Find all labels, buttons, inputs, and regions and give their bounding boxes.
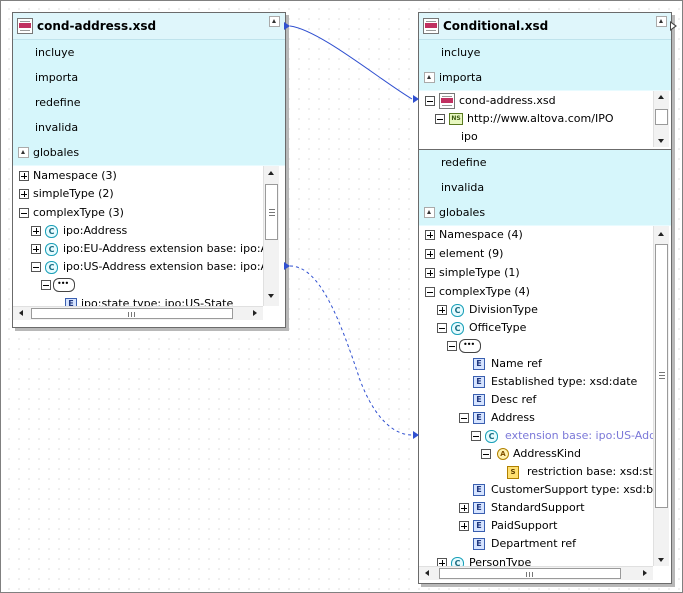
scroll-thumb[interactable] <box>655 109 668 125</box>
expand-icon[interactable] <box>31 226 41 236</box>
collapse-icon[interactable] <box>425 287 435 297</box>
section-redefine[interactable]: redefine <box>13 90 285 116</box>
sequence-icon <box>53 276 75 292</box>
expand-icon[interactable] <box>459 503 469 513</box>
element-icon: E <box>473 502 485 514</box>
collapse-icon[interactable] <box>447 341 457 351</box>
section-incluye[interactable]: incluye <box>419 40 671 66</box>
section-globales[interactable]: globales <box>13 140 285 166</box>
collapse-icon[interactable] <box>31 262 41 272</box>
box-header[interactable]: Conditional.xsd <box>419 13 671 40</box>
collapse-icon[interactable] <box>437 323 447 333</box>
element-icon: E <box>473 376 485 388</box>
section-importa[interactable]: importa <box>419 65 671 91</box>
collapse-globales-icon[interactable] <box>424 207 435 218</box>
expand-icon[interactable] <box>459 521 469 531</box>
scroll-thumb[interactable] <box>439 568 621 579</box>
expand-icon[interactable] <box>19 189 29 199</box>
scroll-left-icon[interactable] <box>19 310 23 316</box>
complex-type-icon: C <box>45 243 58 256</box>
element-icon: E <box>473 484 485 496</box>
section-divider <box>419 149 671 150</box>
scroll-up-icon[interactable] <box>658 95 664 99</box>
expand-icon[interactable] <box>425 230 435 240</box>
schema-box-conditional[interactable]: Conditional.xsd incluye importa cond-add… <box>418 12 672 584</box>
element-icon: E <box>65 298 77 306</box>
collapse-icon[interactable] <box>471 431 481 441</box>
scroll-up-icon[interactable] <box>268 171 274 175</box>
globals-tree: Namespace (4) element (9) simpleType (1)… <box>419 226 653 566</box>
xsd-file-icon <box>17 18 33 34</box>
complex-type-icon: C <box>451 557 464 566</box>
element-icon: E <box>473 538 485 550</box>
collapse-box-icon[interactable] <box>269 16 280 27</box>
collapse-importa-icon[interactable] <box>424 72 435 83</box>
right-horizontal-scrollbar[interactable] <box>419 566 653 580</box>
xsd-file-icon <box>423 18 439 34</box>
complex-type-icon: C <box>451 304 464 317</box>
section-redefine[interactable]: redefine <box>419 150 671 176</box>
scroll-down-icon[interactable] <box>658 139 664 143</box>
collapse-icon[interactable] <box>481 449 491 459</box>
complex-type-icon: C <box>45 261 58 274</box>
complex-type-icon: C <box>451 322 464 335</box>
expand-icon[interactable] <box>19 171 29 181</box>
left-import-connector-port[interactable] <box>284 22 290 30</box>
schema-box-cond-address[interactable]: cond-address.xsd incluye importa redefin… <box>12 12 286 328</box>
extension-connector-line <box>289 265 413 436</box>
scroll-left-icon[interactable] <box>425 570 429 576</box>
element-icon: E <box>473 358 485 370</box>
element-icon: E <box>473 394 485 406</box>
namespace-icon: NS <box>449 113 463 125</box>
import-connector-line <box>289 25 413 100</box>
scroll-thumb[interactable] <box>655 244 668 508</box>
scroll-up-icon[interactable] <box>658 232 664 236</box>
box-title: Conditional.xsd <box>443 19 549 33</box>
expand-icon[interactable] <box>437 305 447 315</box>
sequence-icon <box>459 337 481 353</box>
expand-icon[interactable] <box>425 268 435 278</box>
globals-tree: Namespace (3) simpleType (2) complexType… <box>13 166 269 306</box>
attribute-icon: A <box>497 448 509 460</box>
expand-icon[interactable] <box>437 558 447 566</box>
xsd-file-icon <box>439 93 455 109</box>
collapse-icon[interactable] <box>19 208 29 218</box>
box-title: cond-address.xsd <box>37 19 157 33</box>
scroll-thumb[interactable] <box>31 308 233 319</box>
collapse-box-icon[interactable] <box>656 16 667 27</box>
scroll-down-icon[interactable] <box>268 294 274 298</box>
right-box-outgoing-port-fill <box>671 23 675 29</box>
element-icon: E <box>473 520 485 532</box>
complex-type-icon: C <box>45 225 58 238</box>
section-invalida[interactable]: invalida <box>13 115 285 141</box>
right-extension-connector-port[interactable] <box>413 431 419 439</box>
section-importa[interactable]: importa <box>13 65 285 91</box>
box-header[interactable]: cond-address.xsd <box>13 13 285 40</box>
scroll-down-icon[interactable] <box>658 558 664 562</box>
complex-type-icon: C <box>485 430 498 443</box>
left-vertical-scrollbar[interactable] <box>263 166 279 306</box>
left-extension-connector-port[interactable] <box>284 262 290 270</box>
section-invalida[interactable]: invalida <box>419 175 671 201</box>
right-import-connector-port[interactable] <box>413 95 419 103</box>
collapse-icon[interactable] <box>459 413 469 423</box>
element-icon: E <box>473 412 485 424</box>
expand-icon[interactable] <box>31 244 41 254</box>
collapse-icon[interactable] <box>41 280 51 290</box>
scroll-right-icon[interactable] <box>253 310 257 316</box>
right-vertical-scrollbar[interactable] <box>653 226 669 566</box>
section-globales[interactable]: globales <box>419 200 671 226</box>
simple-type-icon: S <box>507 466 519 479</box>
collapse-globales-icon[interactable] <box>18 147 29 158</box>
scroll-right-icon[interactable] <box>643 570 647 576</box>
collapse-icon[interactable] <box>425 96 435 106</box>
section-incluye[interactable]: incluye <box>13 40 285 66</box>
expand-icon[interactable] <box>425 249 435 259</box>
collapse-icon[interactable] <box>435 114 445 124</box>
scroll-thumb[interactable] <box>265 184 278 240</box>
left-horizontal-scrollbar[interactable] <box>13 306 263 320</box>
import-tree: cond-address.xsd NS http://www.altova.co… <box>419 91 653 147</box>
import-vertical-scrollbar[interactable] <box>653 91 669 147</box>
